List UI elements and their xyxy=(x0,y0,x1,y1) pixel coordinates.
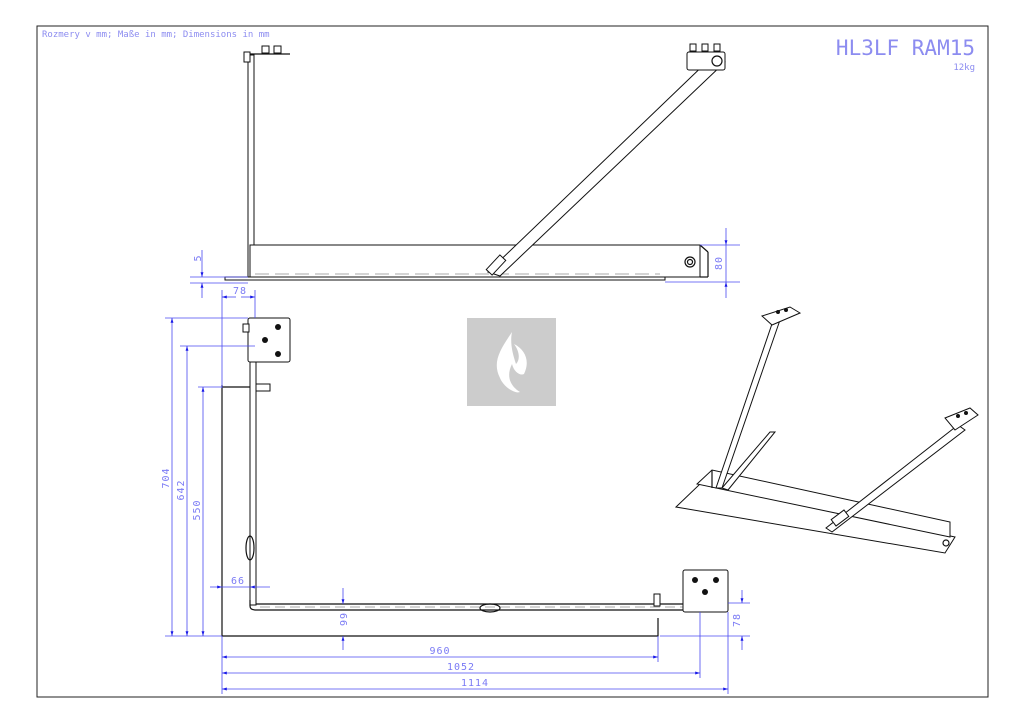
weight-label: 12kg xyxy=(953,63,975,73)
dim-bar-height: 80 xyxy=(714,256,725,270)
dim-length-total: 1114 xyxy=(461,678,489,689)
dim-side-offset: 66 xyxy=(231,576,245,587)
vertical-post xyxy=(247,54,255,278)
isometric-view xyxy=(674,306,979,554)
dim-length-inner: 960 xyxy=(429,646,450,657)
dim-bracket-offset-right: 78 xyxy=(732,613,743,627)
top-bracket xyxy=(247,317,291,363)
sheet-border xyxy=(36,25,989,698)
dim-height-total: 704 xyxy=(161,467,172,488)
dim-bottom-offset: 66 xyxy=(337,613,348,627)
plan-view: 78 704 642 550 66 66 960 1052 1114 78 xyxy=(161,286,750,694)
base-plate xyxy=(224,276,666,281)
dim-plate-thickness: 5 xyxy=(193,254,204,261)
units-note: Rozmery v mm; Maße in mm; Dimensions in … xyxy=(42,30,270,40)
dim-height-inner: 550 xyxy=(192,499,203,520)
drawing-title: HL3LF RAM15 xyxy=(836,36,975,60)
diagonal-brace xyxy=(487,55,726,277)
dim-bracket-offset-top: 78 xyxy=(233,286,247,297)
dim-height-mid: 642 xyxy=(176,479,187,500)
dim-length-mid: 1052 xyxy=(447,662,475,673)
side-view: 5 80 xyxy=(190,43,740,298)
flame-logo xyxy=(467,318,556,406)
base-bar xyxy=(249,244,701,278)
